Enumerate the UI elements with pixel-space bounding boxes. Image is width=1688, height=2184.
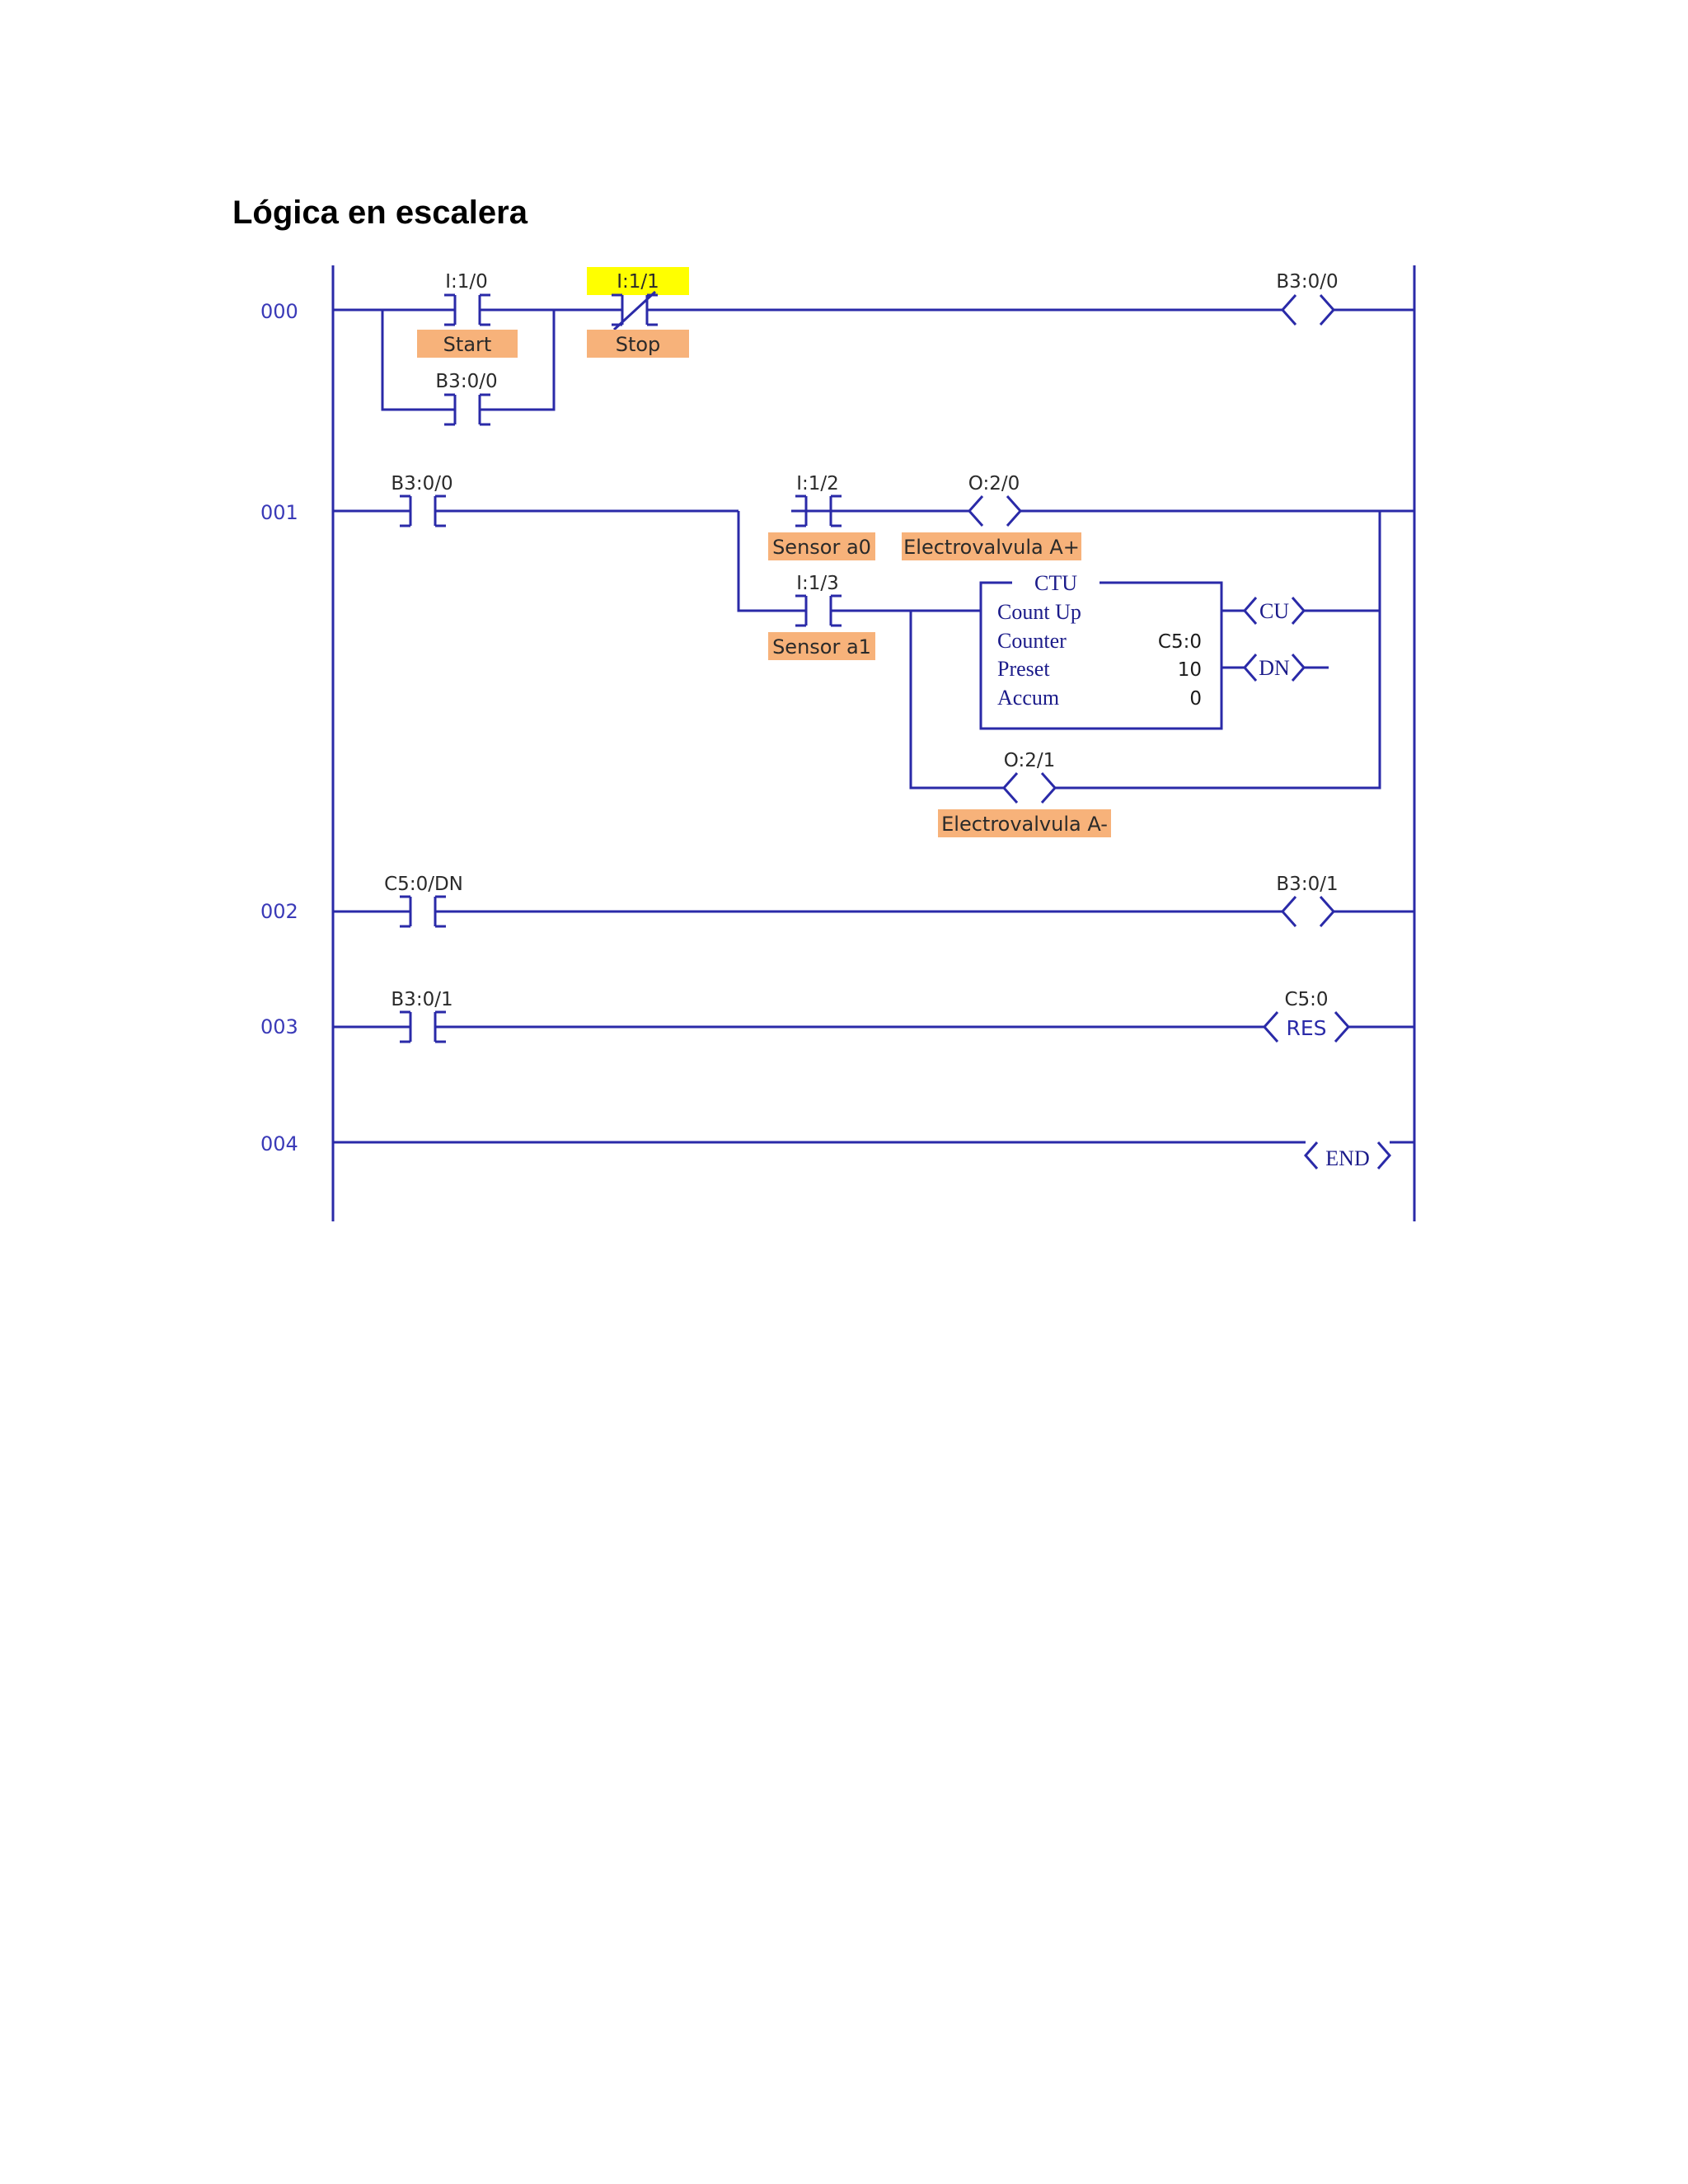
- coil-address: B3:0/1: [1276, 874, 1338, 895]
- coil-icon: [1276, 294, 1342, 326]
- contact-description: Stop: [616, 333, 661, 356]
- contact-address: I:1/0: [445, 271, 488, 293]
- ctu-block-frame: [979, 581, 1223, 730]
- contact-address: B3:0/0: [391, 473, 452, 494]
- coil-icon: [1276, 896, 1342, 927]
- ctu-row-label: Preset: [997, 657, 1050, 681]
- ctu-cu-output[interactable]: CU: [1238, 597, 1309, 625]
- tag-background: [587, 330, 689, 358]
- contact-address: B3:0/0: [435, 371, 497, 392]
- contact-b3-0-0[interactable]: B3:0/0: [391, 473, 453, 527]
- rung-003: 003 B3:0/1 C5:0 RES: [260, 989, 1414, 1043]
- document-title: Lógica en escalera: [232, 194, 528, 231]
- no-contact-icon: [396, 895, 448, 928]
- tag-background: [902, 532, 1081, 560]
- coil-icon: [997, 772, 1065, 804]
- tag-background: [938, 809, 1111, 837]
- rung-number: 000: [260, 300, 298, 323]
- contact-seal-in[interactable]: B3:0/0: [435, 371, 498, 426]
- end-instruction: END: [1294, 1141, 1401, 1170]
- no-contact-icon: [396, 1010, 448, 1043]
- contact-c5-0-dn[interactable]: C5:0/DN: [384, 874, 463, 928]
- tag-background: [417, 330, 518, 358]
- rung-004: 004 END: [260, 1132, 1414, 1170]
- coil-b3-0-0[interactable]: B3:0/0: [1276, 271, 1342, 326]
- no-contact-icon: [396, 494, 448, 527]
- highlight-background: [587, 267, 689, 295]
- ctu-row-label: Accum: [997, 686, 1059, 710]
- output-bracket-icon: [1238, 597, 1309, 625]
- nc-contact-icon: [590, 290, 684, 331]
- rung-number: 002: [260, 900, 298, 923]
- tag-background: [768, 632, 875, 660]
- ctu-row-value: C5:0: [1158, 631, 1202, 653]
- contact-description: Sensor a0: [772, 536, 871, 559]
- coil-description: Electrovalvula A+: [903, 536, 1080, 559]
- rung-000: 000 I:1/0 Start B3:0/0 I:1/1 Stop B3:0/0: [260, 267, 1414, 426]
- no-contact-icon: [791, 594, 844, 627]
- rung-wire: [333, 308, 1414, 411]
- coil-reset-c5-0[interactable]: C5:0 RES: [1261, 989, 1352, 1043]
- output-bracket-icon: [1238, 654, 1309, 682]
- ctu-row-label: Counter: [997, 629, 1067, 653]
- ctu-dn-output[interactable]: DN: [1238, 654, 1309, 682]
- ctu-row-value: 10: [1178, 659, 1202, 681]
- ctu-name: CTU: [1034, 571, 1077, 595]
- contact-start[interactable]: I:1/0 Start: [417, 271, 518, 358]
- contact-address: C5:0/DN: [384, 874, 463, 895]
- no-contact-icon: [440, 293, 493, 326]
- reset-coil-icon: [1261, 1011, 1352, 1043]
- contact-sensor-a1[interactable]: I:1/3 Sensor a1: [768, 573, 875, 660]
- contact-address: I:1/3: [796, 573, 839, 594]
- ctu-counter-block[interactable]: CTU Count Up Counter C5:0 Preset 10 Accu…: [979, 571, 1309, 730]
- coil-address: O:2/1: [1004, 750, 1055, 771]
- rung-number: 001: [260, 501, 298, 524]
- contact-address: I:1/1: [617, 271, 659, 293]
- tag-background: [768, 532, 875, 560]
- contact-description: Start: [443, 333, 492, 356]
- rung-wire: [333, 509, 1414, 790]
- contact-address: I:1/2: [796, 473, 839, 494]
- coil-icon: [963, 495, 1030, 527]
- coil-electrovalvula-a-plus[interactable]: O:2/0 Electrovalvula A+: [902, 473, 1081, 560]
- rung-number: 003: [260, 1015, 298, 1038]
- contact-stop[interactable]: I:1/1 Stop: [587, 267, 689, 358]
- end-label: END: [1325, 1146, 1369, 1170]
- coil-description: Electrovalvula A-: [941, 813, 1108, 836]
- rung-001: 001 B3:0/0 I:1/2 Sensor a0 O:2/0 Electro…: [260, 473, 1414, 837]
- end-bracket-icon: [1294, 1141, 1401, 1169]
- rung-number: 004: [260, 1132, 298, 1155]
- contact-b3-0-1[interactable]: B3:0/1: [391, 989, 453, 1043]
- ctu-subtitle: Count Up: [997, 600, 1081, 624]
- contact-description: Sensor a1: [772, 635, 871, 658]
- coil-address: C5:0: [1284, 989, 1328, 1010]
- no-contact-icon: [440, 393, 493, 426]
- coil-electrovalvula-a-minus[interactable]: O:2/1 Electrovalvula A-: [938, 750, 1111, 837]
- coil-b3-0-1[interactable]: B3:0/1: [1276, 874, 1342, 927]
- output-label: CU: [1259, 599, 1289, 623]
- rung-002: 002 C5:0/DN B3:0/1: [260, 874, 1414, 928]
- coil-address: O:2/0: [968, 473, 1020, 494]
- coil-instruction: RES: [1286, 1016, 1326, 1040]
- contact-sensor-a0[interactable]: I:1/2 Sensor a0: [768, 473, 875, 560]
- coil-address: B3:0/0: [1276, 271, 1338, 293]
- ctu-row-value: 0: [1189, 688, 1202, 710]
- contact-address: B3:0/1: [391, 989, 452, 1010]
- output-label: DN: [1259, 656, 1290, 680]
- no-contact-icon: [791, 494, 844, 527]
